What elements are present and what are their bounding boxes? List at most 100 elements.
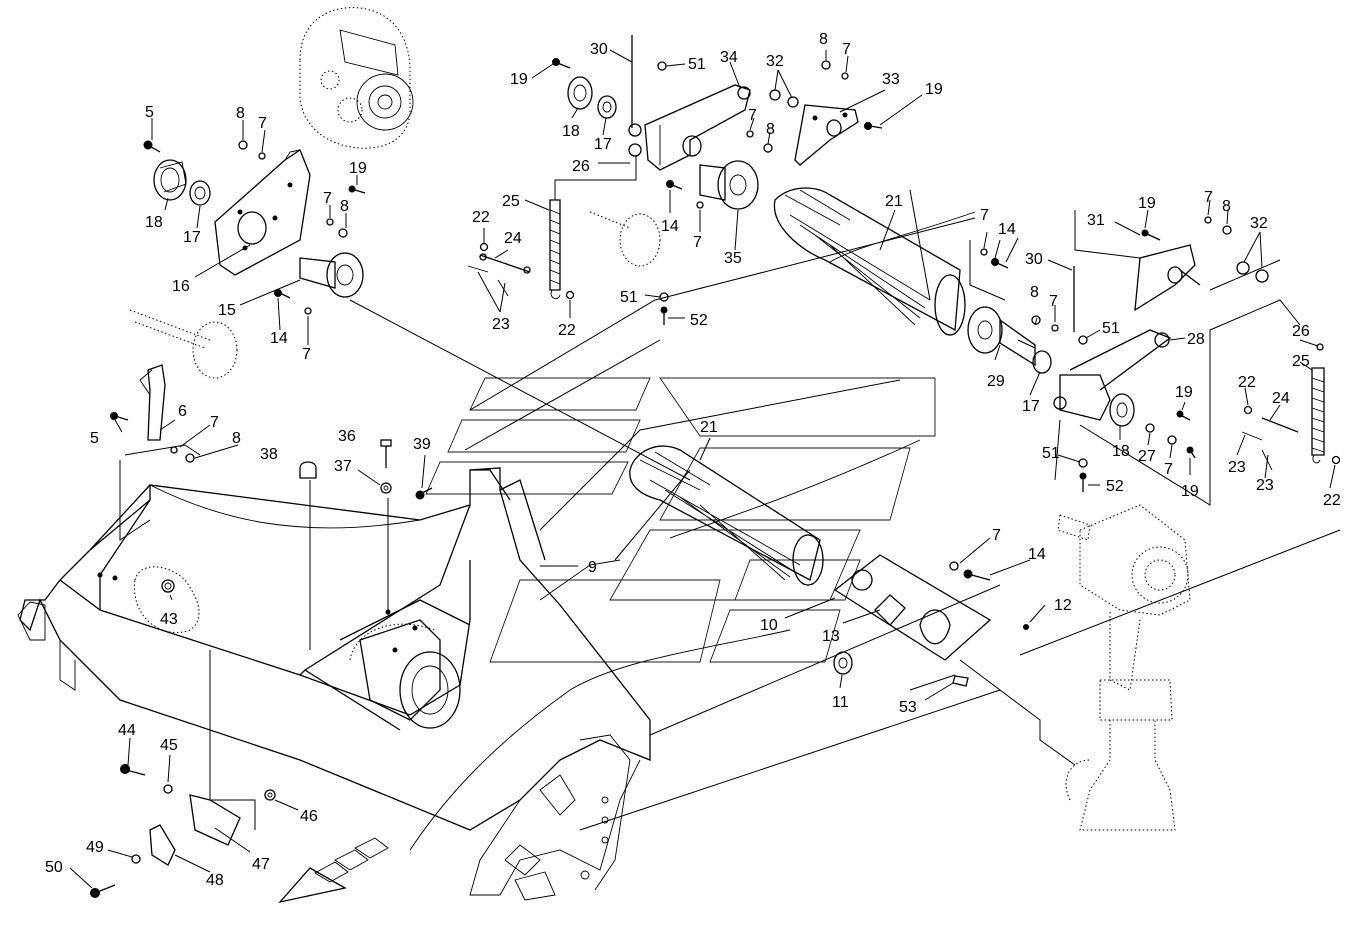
callout-8: 8 [232, 430, 241, 447]
upper-bracket-assembly [552, 35, 883, 325]
callout-5: 5 [90, 430, 99, 447]
callout-10: 10 [760, 617, 778, 634]
callout-24: 24 [1272, 390, 1290, 407]
callout-8: 8 [236, 105, 245, 122]
right-plate-31 [1134, 216, 1269, 312]
callout-7: 7 [1164, 461, 1173, 478]
callout-28: 28 [1187, 331, 1205, 348]
callout-18: 18 [145, 214, 163, 231]
gearbox-right [1057, 504, 1191, 831]
callout-7: 7 [693, 234, 702, 251]
callout-51: 51 [620, 289, 638, 306]
callout-8: 8 [340, 198, 349, 215]
spring-left [467, 199, 575, 300]
callout-30: 30 [1025, 251, 1043, 268]
callout-7: 7 [210, 414, 219, 431]
callout-26: 26 [1292, 323, 1310, 340]
parts-44-50 [90, 764, 276, 898]
callout-22: 22 [1323, 492, 1341, 509]
callout-8: 8 [1222, 198, 1231, 215]
callout-24: 24 [504, 230, 522, 247]
callout-18: 18 [1112, 443, 1130, 460]
callout-16: 16 [172, 278, 190, 295]
callout-43: 43 [160, 611, 178, 628]
callout-21: 21 [885, 193, 903, 210]
callout-7: 7 [992, 527, 1001, 544]
callout-51: 51 [1042, 445, 1060, 462]
callout-7: 7 [258, 115, 267, 132]
callout-44: 44 [118, 722, 136, 739]
watermark-logo [425, 377, 936, 663]
callout-34: 34 [720, 49, 738, 66]
callout-39: 39 [413, 436, 431, 453]
callout-38: 38 [260, 446, 278, 463]
callout-14: 14 [270, 330, 288, 347]
callout-7: 7 [1204, 189, 1213, 206]
parts-36-39 [299, 439, 433, 500]
bracket-6 [110, 364, 195, 463]
callout-7: 7 [323, 190, 332, 207]
right-hub-assembly [967, 248, 1196, 492]
callout-6: 6 [178, 403, 187, 420]
callout-14: 14 [998, 221, 1016, 238]
label-area-43 [134, 566, 200, 634]
callout-19: 19 [349, 160, 367, 177]
callout-26: 26 [572, 158, 590, 175]
callout-30: 30 [590, 41, 608, 58]
callout-45: 45 [160, 737, 178, 754]
spring-right [1241, 343, 1341, 471]
callout-32: 32 [766, 53, 784, 70]
callout-29: 29 [987, 373, 1005, 390]
callout-19: 19 [925, 81, 943, 98]
callout-22: 22 [558, 322, 576, 339]
callout-35: 35 [724, 250, 742, 267]
callout-8: 8 [766, 121, 775, 138]
gearbox-housing-top [299, 7, 414, 149]
callout-7: 7 [1049, 293, 1058, 310]
callout-33: 33 [882, 71, 900, 88]
callout-19: 19 [1181, 483, 1199, 500]
callout-8: 8 [1030, 284, 1039, 301]
callout-11: 11 [832, 694, 849, 711]
callout-31: 31 [1087, 212, 1105, 229]
callout-25: 25 [1292, 353, 1310, 370]
callout-7: 7 [302, 346, 311, 363]
callout-22: 22 [1238, 374, 1256, 391]
callout-8: 8 [819, 31, 828, 48]
callout-23: 23 [1256, 477, 1274, 494]
callout-52: 52 [1106, 478, 1124, 495]
callout-49: 49 [86, 839, 104, 856]
callout-23: 23 [492, 316, 510, 333]
callout-51: 51 [688, 56, 706, 73]
leader-lines [119, 189, 1341, 831]
callout-37: 37 [334, 458, 352, 475]
callout-17: 17 [594, 136, 612, 153]
callout-9: 9 [588, 559, 597, 576]
callout-48: 48 [206, 872, 224, 889]
callout-47: 47 [252, 856, 270, 873]
callout-53: 53 [899, 699, 917, 716]
callout-14: 14 [1028, 546, 1046, 563]
callout-7: 7 [748, 107, 757, 124]
callout-18: 18 [562, 123, 580, 140]
roller-upper [773, 187, 976, 336]
coupling-assembly [833, 554, 1029, 687]
callout-17: 17 [183, 229, 201, 246]
left-bearing-plate [129, 140, 366, 379]
callout-7: 7 [980, 207, 989, 224]
callout-46: 46 [300, 808, 318, 825]
callout-52: 52 [690, 312, 708, 329]
callout-51: 51 [1102, 320, 1120, 337]
callout-19: 19 [1175, 384, 1193, 401]
callout-leaders [69, 49, 1336, 889]
callout-7: 7 [842, 41, 851, 58]
callout-15: 15 [218, 302, 236, 319]
callout-14: 14 [661, 218, 679, 235]
callout-32: 32 [1250, 215, 1268, 232]
callout-22: 22 [472, 209, 490, 226]
callout-36: 36 [338, 428, 356, 445]
callout-12: 12 [1054, 597, 1072, 614]
